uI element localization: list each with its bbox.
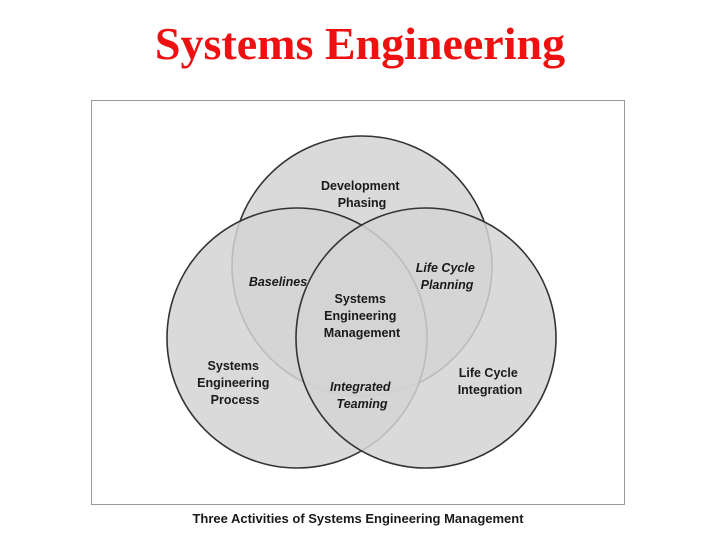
diagram-caption: Three Activities of Systems Engineering … [192, 511, 524, 526]
label-systems-engineering-process: Systems Engineering Process [197, 359, 273, 407]
label-integrated-teaming: Integrated Teaming [330, 380, 394, 411]
label-baselines: Baselines [249, 275, 307, 289]
label-life-cycle-integration: Life Cycle Integration [458, 366, 523, 397]
circle-life-cycle-integration [295, 207, 557, 469]
label-systems-engineering-management: Systems Engineering Management [324, 292, 401, 340]
page-title: Systems Engineering [154, 18, 566, 69]
label-development-phasing: Development Phasing [321, 179, 403, 210]
label-life-cycle-planning: Life Cycle Planning [416, 261, 479, 292]
venn-diagram: Development Phasing Baselines Life Cycle… [166, 135, 557, 469]
